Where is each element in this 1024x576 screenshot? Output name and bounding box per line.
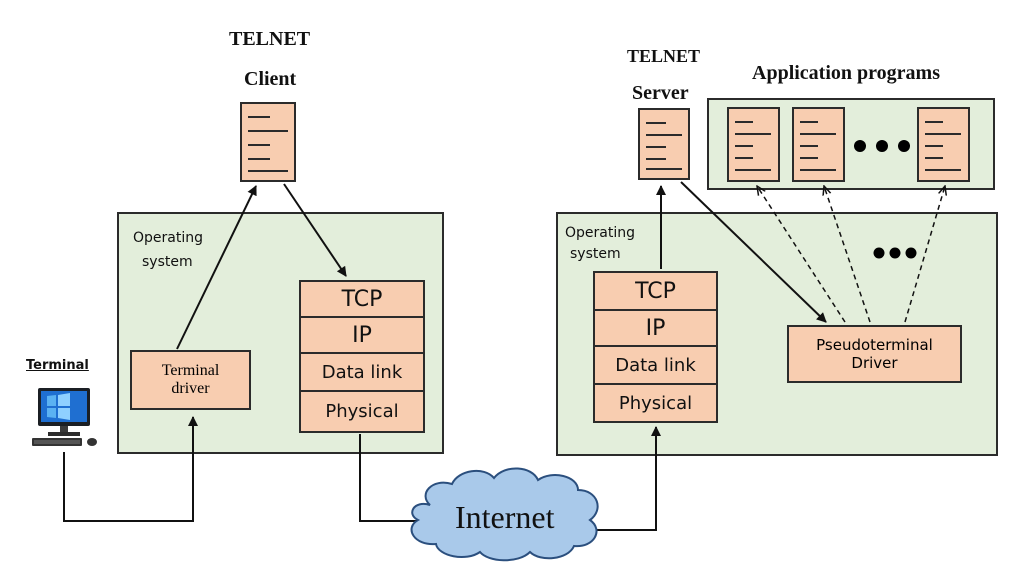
server-layer-physical: Physical xyxy=(618,392,693,414)
client-layer-ip: IP xyxy=(301,318,423,354)
client-layer-tcp: TCP xyxy=(301,282,423,318)
server-layer-tcp: TCP xyxy=(595,273,716,311)
pseudo-driver-label-2: Driver xyxy=(851,354,898,372)
client-program-icon xyxy=(240,102,296,182)
pseudoterminal-driver-box: Pseudoterminal Driver xyxy=(787,325,962,383)
client-protocol-stack: TCP IP Data link Physical xyxy=(299,280,425,433)
apps-ellipsis-icon xyxy=(852,138,912,154)
internet-cloud-icon xyxy=(410,467,599,562)
server-os-label: Operating xyxy=(565,225,635,241)
terminal-driver-label-2: driver xyxy=(171,380,210,397)
client-role-label: Client xyxy=(244,68,297,90)
pseudo-driver-label: Pseudoterminal xyxy=(816,336,933,354)
server-layer-datalink: Data link xyxy=(595,347,716,385)
client-os-label: Operating xyxy=(133,230,203,246)
terminal-driver-label: Terminal xyxy=(161,362,220,379)
computer-icon xyxy=(30,386,102,452)
server-telnet-label: TELNET xyxy=(627,46,701,66)
server-layer-ip: IP xyxy=(595,311,716,347)
apps-title: Application programs xyxy=(752,62,940,84)
client-layer-datalink: Data link xyxy=(301,354,423,392)
terminal-label: Terminal xyxy=(26,358,89,373)
server-os-label-2: system xyxy=(570,246,621,262)
client-telnet-label: TELNET xyxy=(229,28,311,50)
terminal-driver-box: Terminal driver xyxy=(130,350,251,410)
app-program-3-icon xyxy=(917,107,970,182)
internet-label: Internet xyxy=(455,499,555,535)
server-program-icon xyxy=(638,108,690,180)
server-role-label: Server xyxy=(632,82,689,104)
server-protocol-stack: TCP IP Data link Physical xyxy=(593,271,718,423)
client-layer-physical: Physical xyxy=(325,401,399,422)
app-program-2-icon xyxy=(792,107,845,182)
app-program-1-icon xyxy=(727,107,780,182)
driver-ellipsis-icon xyxy=(872,246,918,260)
client-os-label-2: system xyxy=(142,254,193,270)
